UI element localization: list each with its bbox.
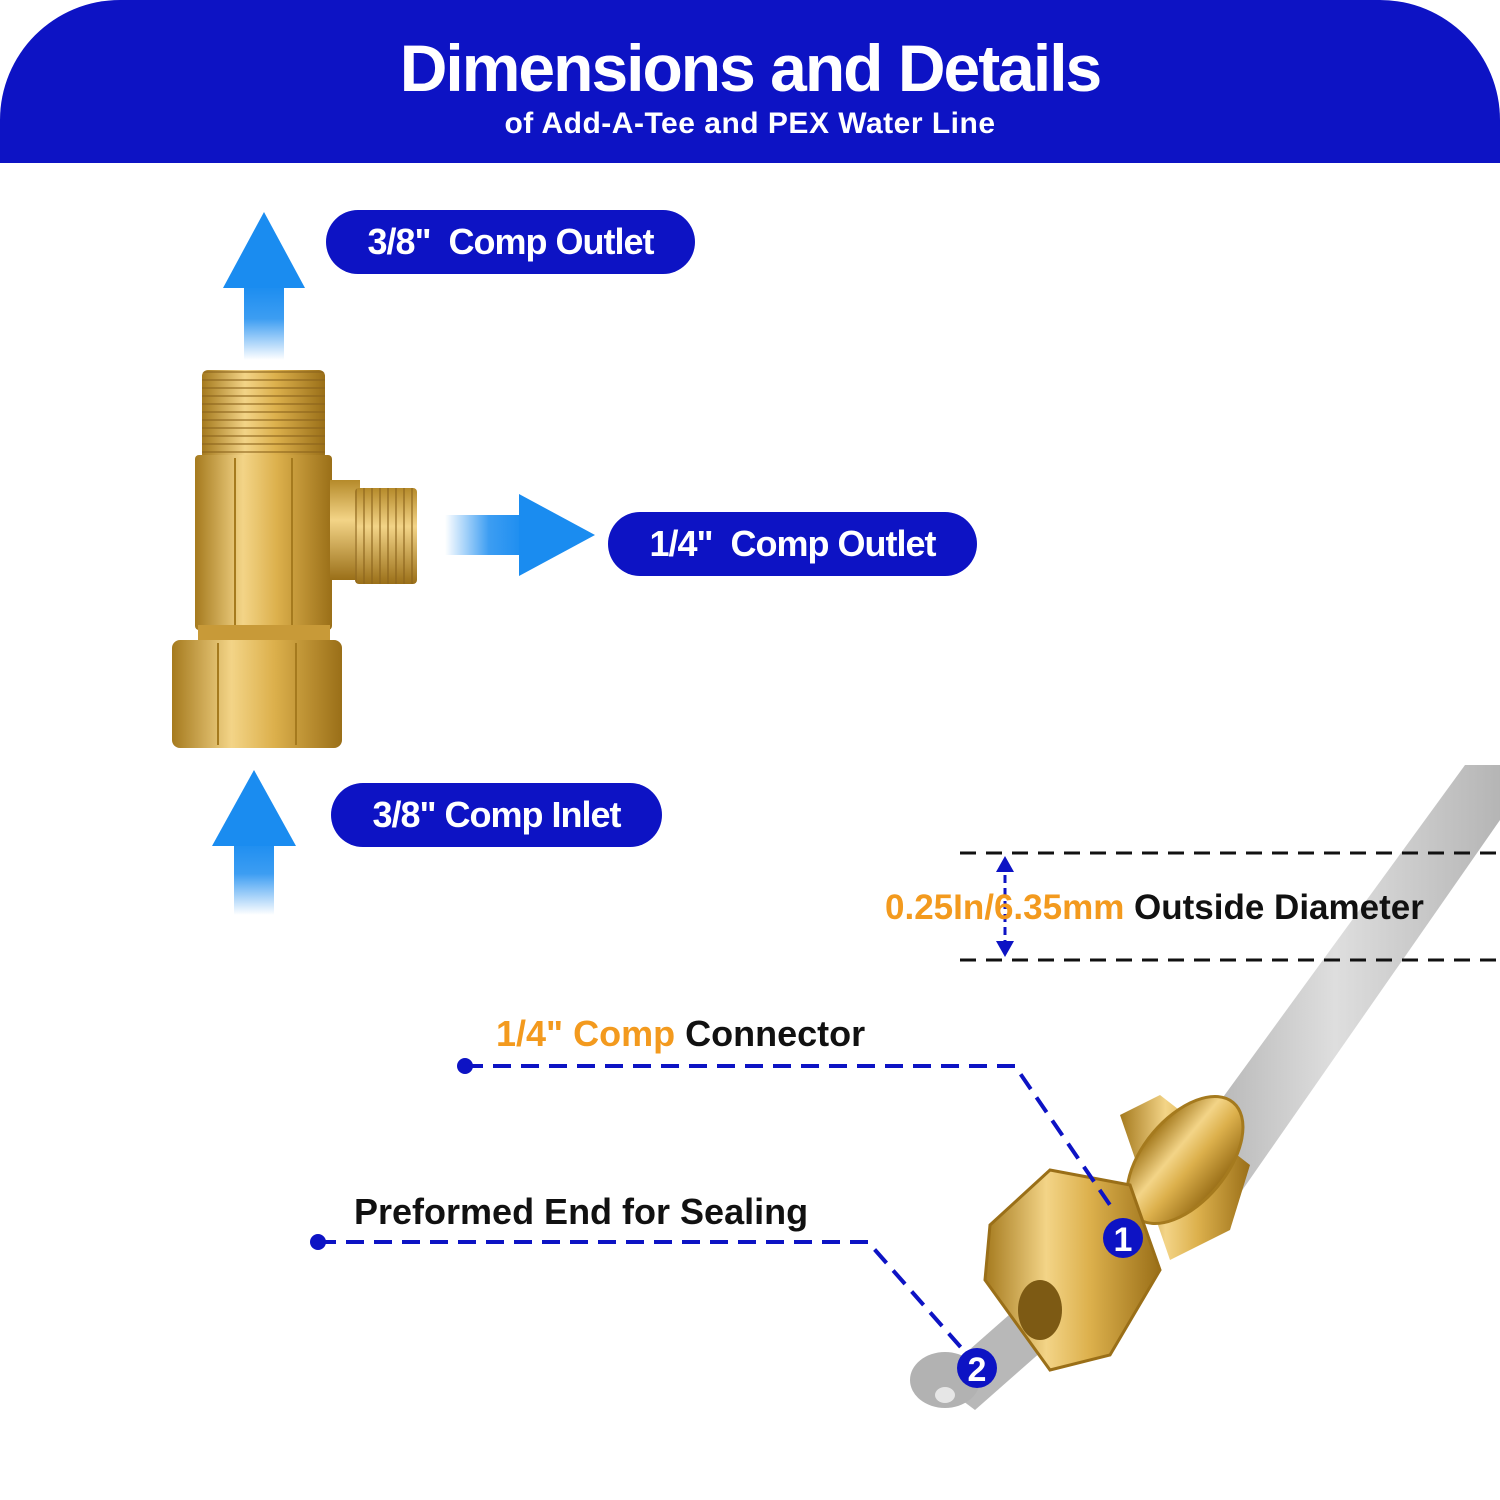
- page-title: Dimensions and Details: [399, 31, 1103, 105]
- sealing-note: Preformed End for Sealing: [354, 1191, 809, 1232]
- callout-2-badge: 2: [957, 1348, 997, 1389]
- label-side-outlet: 1/4" Comp Outlet: [608, 512, 977, 576]
- sealing-leader-line: [310, 1234, 967, 1354]
- diameter-value: 0.25In/6.35mm: [885, 888, 1125, 927]
- page-subtitle: of Add-A-Tee and PEX Water Line: [504, 107, 996, 140]
- diameter-note: 0.25In/6.35mm Outside Diameter: [885, 886, 1424, 930]
- add-a-tee-fitting: [172, 370, 417, 748]
- connector-leader-line: [457, 1058, 1112, 1207]
- svg-text:1: 1: [1114, 1221, 1133, 1259]
- label-top-outlet: 3/8" Comp Outlet: [326, 210, 695, 274]
- arrow-up-top-icon: [223, 212, 305, 360]
- connector-value: 1/4" Comp: [496, 1013, 676, 1054]
- pex-water-line: [910, 765, 1500, 1410]
- arrow-up-inlet-icon: [212, 770, 296, 915]
- connector-text: Connector: [675, 1013, 866, 1054]
- diameter-dimension: [960, 851, 1500, 962]
- diameter-text: Outside Diameter: [1124, 888, 1424, 927]
- arrow-right-side-icon: [445, 494, 595, 576]
- callout-1-badge: 1: [1103, 1218, 1143, 1259]
- header-banner: Dimensions and Details of Add-A-Tee and …: [0, 0, 1500, 163]
- connector-note: 1/4" Comp Connector: [496, 1012, 865, 1056]
- svg-text:2: 2: [968, 1351, 987, 1389]
- label-inlet: 3/8" Comp Inlet: [331, 783, 662, 847]
